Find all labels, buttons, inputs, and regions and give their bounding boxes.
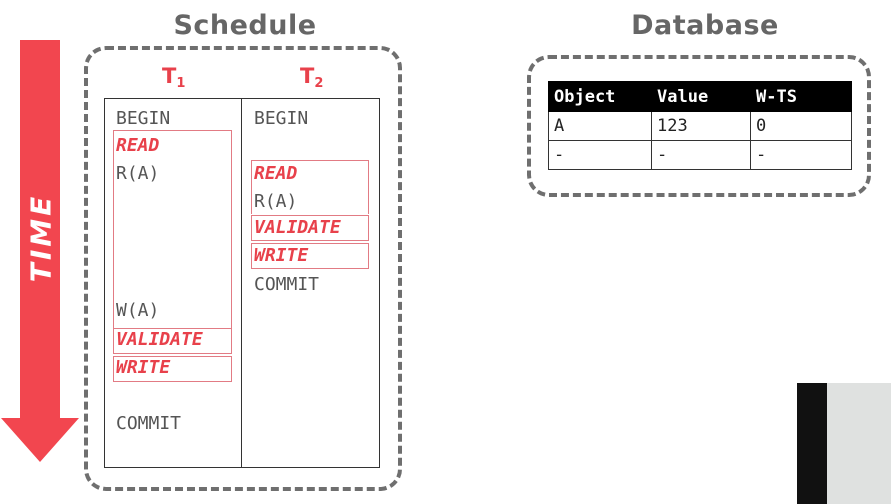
table-row: - - - <box>548 140 852 170</box>
t1-read-a: R(A) <box>116 163 160 184</box>
t1-write-phase: WRITE <box>116 357 171 378</box>
schedule-container <box>84 46 402 491</box>
t1-write-a: W(A) <box>116 300 160 321</box>
t2-read-phase: READ <box>254 163 298 184</box>
t2-write-phase: WRITE <box>254 245 309 266</box>
column-header-object: Object <box>548 81 652 112</box>
database-table: Object Value W-TS A 123 0 - - - <box>548 81 852 170</box>
transaction-header-t1: T1 <box>162 64 186 91</box>
t2-read-phase-box <box>251 160 369 214</box>
database-table-header-row: Object Value W-TS <box>548 81 852 112</box>
t1-read-phase-box <box>113 130 232 330</box>
database-heading: Database <box>631 10 779 41</box>
t2-write-phase-box <box>251 243 369 269</box>
column-header-wts: W-TS <box>750 81 852 112</box>
time-label: TIME <box>24 193 58 283</box>
t1-write-phase-box <box>113 356 232 382</box>
column-header-value: Value <box>651 81 751 112</box>
table-cell: 123 <box>651 111 751 141</box>
t1-validate-phase-box <box>113 328 232 354</box>
t2-validate-phase-box <box>251 215 369 241</box>
table-cell: 0 <box>750 111 852 141</box>
video-background <box>827 383 891 504</box>
table-row: A 123 0 <box>548 111 852 141</box>
t1-validate-phase: VALIDATE <box>116 329 203 350</box>
t1-begin: BEGIN <box>116 108 171 129</box>
time-arrow-icon <box>1 40 79 462</box>
transaction-header-t2: T2 <box>300 64 324 91</box>
t2-validate-phase: VALIDATE <box>254 217 341 238</box>
t2-read-a: R(A) <box>254 191 298 212</box>
table-cell: - <box>548 140 652 170</box>
database-container <box>527 55 871 197</box>
t2-commit: COMMIT <box>254 274 320 295</box>
table-cell: A <box>548 111 652 141</box>
presenter-video-thumbnail <box>797 383 891 504</box>
t1-read-phase: READ <box>116 135 160 156</box>
table-cell: - <box>651 140 751 170</box>
schedule-table <box>104 98 380 468</box>
schedule-heading: Schedule <box>173 10 317 41</box>
t1-commit: COMMIT <box>116 413 182 434</box>
schedule-column-divider <box>241 98 242 468</box>
t2-begin: BEGIN <box>254 108 309 129</box>
table-cell: - <box>750 140 852 170</box>
